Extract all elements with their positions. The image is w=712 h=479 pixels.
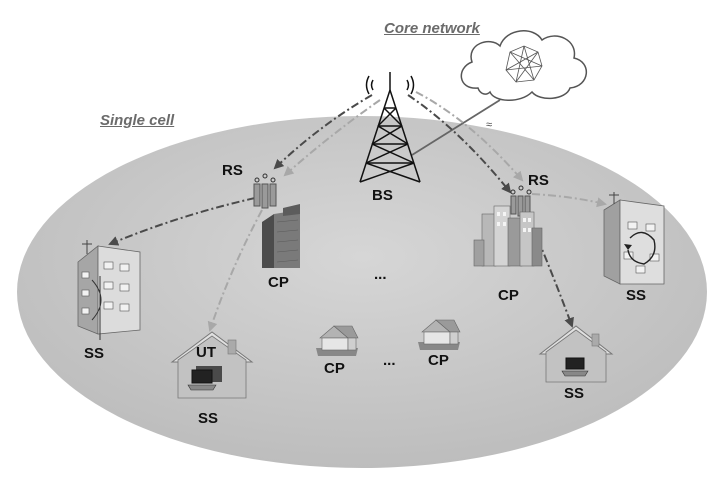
ellipsis-bottom: ... — [383, 352, 396, 369]
link-rsleft-ut — [207, 209, 263, 332]
house-icon — [418, 319, 461, 350]
relay-antenna-icon — [253, 173, 277, 209]
core-network-title: Core network — [384, 20, 480, 37]
link-bs-rs-right-dark — [407, 94, 512, 194]
ss-left-building-label: SS — [84, 345, 105, 362]
bs-label: BS — [372, 187, 393, 204]
building-icon — [262, 204, 300, 268]
tower-icon — [359, 72, 421, 183]
building-icon — [603, 192, 665, 285]
core-mesh-icon — [505, 45, 543, 83]
cp-house-left-label: CP — [324, 360, 345, 377]
link-rsleft-ssleft — [108, 197, 256, 246]
ss-house-left-label: SS — [198, 410, 219, 427]
house-icon — [316, 325, 359, 356]
backhaul-link — [411, 99, 501, 156]
link-bs-rs-right-light — [415, 91, 524, 182]
relay-antenna-icon — [510, 185, 532, 217]
cloud-icon — [460, 30, 587, 101]
rs-right-label: RS — [528, 172, 549, 189]
link-bs-rs-left-light — [283, 99, 381, 177]
cp-left-building-label: CP — [268, 274, 289, 291]
links — [108, 91, 607, 332]
building-icon — [77, 240, 141, 340]
building-icon — [473, 205, 543, 267]
ellipsis-top: ... — [374, 266, 387, 283]
link-bs-rs-left-dark — [273, 94, 373, 170]
link-rsright-ssright — [531, 193, 607, 208]
ss-right-building-label: SS — [626, 287, 647, 304]
house-icon — [538, 325, 614, 383]
cp-right-building-label: CP — [498, 287, 519, 304]
rs-left-label: RS — [222, 162, 243, 179]
ss-house-right-label: SS — [564, 385, 585, 402]
cp-house-right-label: CP — [428, 352, 449, 369]
laptop-icon — [187, 369, 217, 391]
house-icon — [170, 331, 254, 399]
single-cell-title: Single cell — [100, 112, 175, 129]
ut-label: UT — [196, 344, 216, 361]
backhaul-squiggle: ≈ — [486, 119, 492, 131]
laptop-icon — [561, 357, 589, 377]
